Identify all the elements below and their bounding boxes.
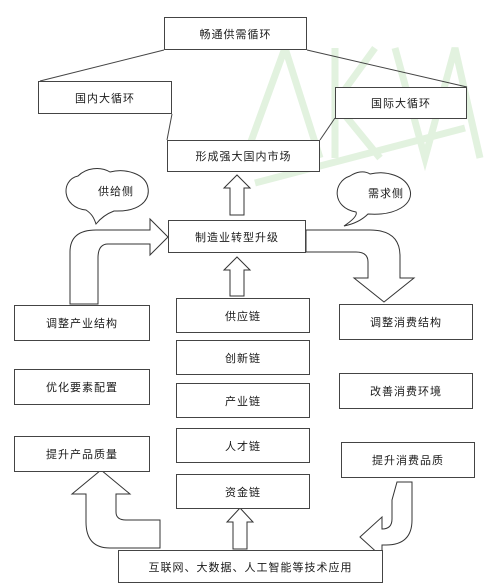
bubble-supply-side — [65, 168, 149, 226]
chain-talent-box: 人才链 — [176, 428, 310, 463]
chain-innovation-box: 创新链 — [176, 340, 310, 375]
line-intl-market — [319, 117, 336, 141]
arrow-to-market — [222, 174, 252, 216]
line-top-left — [39, 49, 165, 82]
arrow-to-product-quality — [70, 469, 161, 549]
arrow-from-consumption-quality — [359, 481, 413, 559]
arrow-demand-side — [305, 229, 416, 303]
bubble-demand-side — [336, 171, 412, 227]
left-box-3: 提升产品质量 — [14, 436, 150, 472]
arrow-to-chains — [225, 507, 255, 550]
supply-side-label: 供给侧 — [98, 185, 134, 198]
market-box: 形成强大国内市场 — [167, 140, 320, 172]
arrow-to-manufacturing — [222, 256, 252, 297]
chain-industry-box: 产业链 — [176, 383, 310, 418]
chain-capital-box: 资金链 — [176, 474, 310, 509]
demand-side-label: 需求侧 — [368, 187, 404, 200]
manufacturing-box: 制造业转型升级 — [168, 220, 306, 253]
intl-cycle-box: 国际大循环 — [335, 87, 467, 119]
line-top-right — [306, 49, 468, 88]
right-box-1: 调整消费结构 — [339, 304, 473, 340]
right-box-3: 提升消费品质 — [341, 442, 475, 478]
chain-supply-box: 供应链 — [176, 298, 310, 333]
right-box-2: 改善消费环境 — [339, 373, 473, 409]
bottom-box: 互联网、大数据、人工智能等技术应用 — [118, 550, 383, 583]
line-domestic-market — [166, 113, 173, 141]
domestic-cycle-box: 国内大循环 — [38, 81, 172, 114]
left-box-1: 调整产业结构 — [14, 305, 150, 341]
arrow-supply-side — [69, 217, 169, 305]
left-box-2: 优化要素配置 — [14, 369, 150, 405]
top-box: 畅通供需循环 — [164, 17, 307, 50]
